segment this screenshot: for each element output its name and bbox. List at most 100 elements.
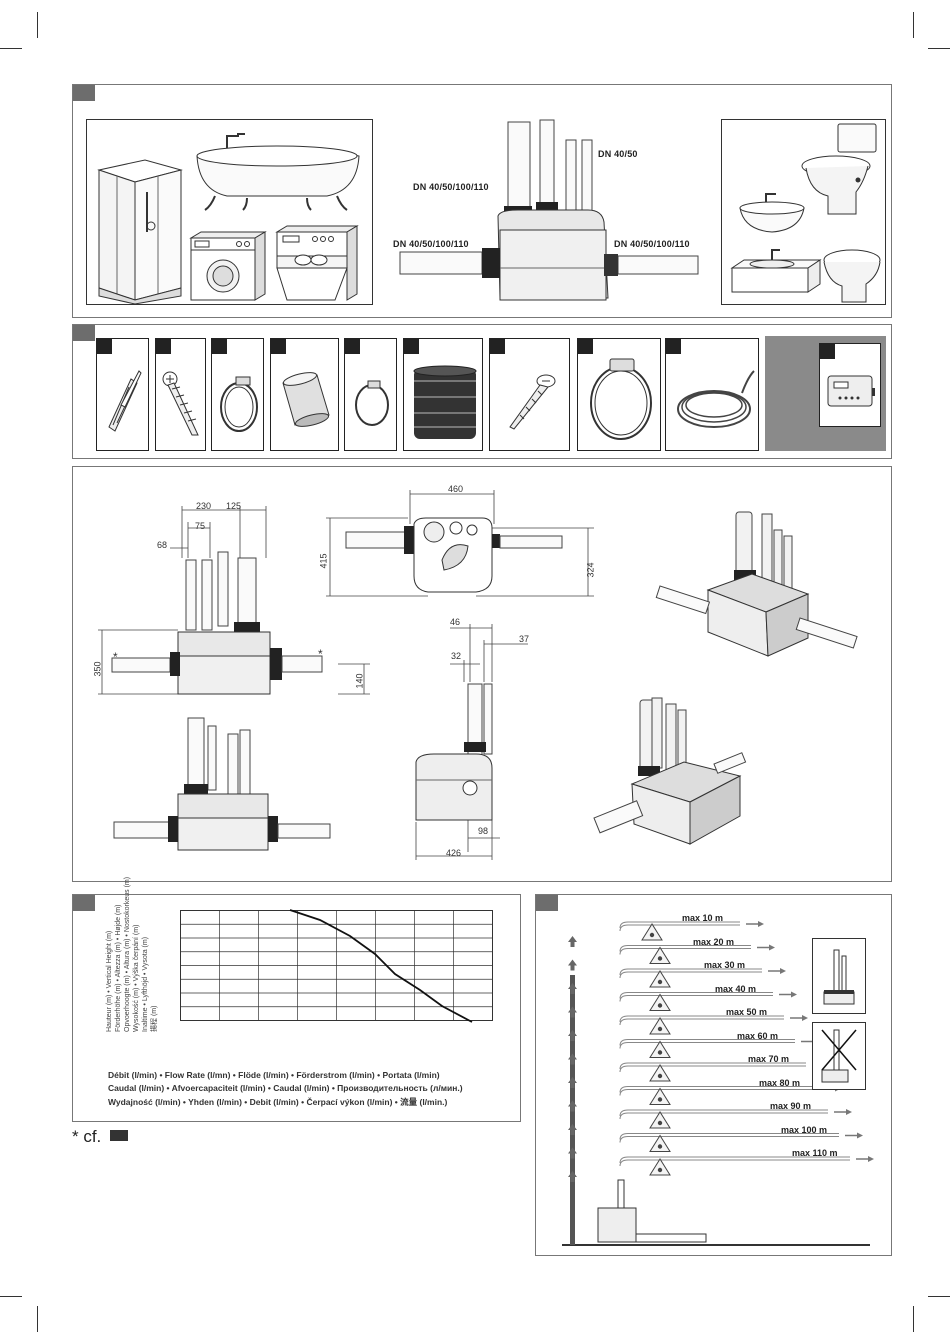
pipe-run (619, 1156, 850, 1164)
screw-icon (509, 374, 556, 430)
washbasin-icon (739, 193, 805, 233)
height-label: Inaltime • Lyfthöjd • Vysota (m) (142, 936, 149, 1032)
pipe-run (619, 1018, 784, 1026)
dim-68: 68 (157, 540, 168, 550)
pipe-label-top-right: DN 40/50 (598, 149, 638, 159)
warning-triangle-dot (657, 956, 663, 961)
pipe-run (619, 1133, 839, 1140)
star-left: * (113, 650, 118, 664)
crop-mark (37, 12, 38, 38)
up-arrow-stem (570, 965, 575, 971)
pipe-run (619, 945, 751, 952)
warning-triangle-icon (649, 970, 671, 988)
appliances-box (86, 119, 373, 305)
bathtub-icon (196, 133, 360, 211)
up-arrow-stem (570, 1036, 575, 1041)
flow-arrow-head (769, 944, 775, 951)
height-label: Förderhöhe (m) • Altezza (m) • Højde (m) (115, 904, 122, 1032)
warning-triangle-dot (657, 1144, 663, 1149)
distance-label: max 80 m (759, 1077, 801, 1088)
pump-unit-icon (597, 1207, 637, 1243)
up-arrow-icon (568, 1124, 577, 1130)
pipe-run (619, 1089, 817, 1096)
warning-triangle-icon (649, 1158, 671, 1176)
warning-triangle-icon (649, 1017, 671, 1035)
section-tag (73, 895, 95, 911)
pipe-run (619, 1015, 784, 1023)
wall-plug-icon (108, 370, 142, 432)
flow-arrow-head (758, 921, 764, 927)
hose-clamp-icon (590, 358, 652, 440)
top-view-dimensioned (326, 490, 594, 597)
bidet-icon (823, 249, 881, 303)
performance-curve (180, 909, 493, 1023)
crop-mark (0, 1296, 22, 1297)
front-view-dimensioned (98, 506, 370, 695)
pipe-run (619, 1039, 795, 1046)
up-arrow-stem (570, 1012, 575, 1018)
correct-install-icon (823, 949, 855, 1005)
up-arrow-icon (568, 1006, 577, 1013)
dim-426: 426 (446, 848, 462, 858)
rubber-coupling-icon (413, 365, 477, 439)
up-arrow-stem (570, 1130, 575, 1135)
pipe-run (619, 1062, 806, 1070)
flow-arrow-head (868, 1156, 874, 1162)
warning-triangle-icon (649, 1064, 671, 1082)
side-view-dimensioned (415, 624, 528, 860)
up-arrow-icon (568, 983, 577, 989)
pipe-run (619, 948, 751, 955)
distance-diagram (562, 921, 874, 1246)
toilet-icon (801, 123, 877, 215)
distance-label: max 110 m (792, 1148, 838, 1158)
distance-label: max 100 m (781, 1124, 828, 1135)
dim-415: 415 (318, 553, 329, 569)
warning-triangle-icon (649, 1134, 671, 1152)
pump-3d-view (655, 511, 858, 657)
pump-connections-drawing (399, 119, 699, 301)
distance-label: max 50 m (726, 1007, 768, 1017)
alarm-box-icon (827, 375, 875, 407)
sanitary-box (721, 119, 886, 305)
hose-clamp-icon (355, 380, 389, 426)
height-label: Opvoerhoogte (m) • Altura (m) • Nostokor… (124, 876, 131, 1032)
item-screw (155, 338, 206, 451)
flow-arrow-head (846, 1109, 852, 1115)
up-arrow-stem (570, 1177, 575, 1182)
item-wall-plugs (96, 338, 149, 451)
up-arrow-stem (570, 942, 575, 947)
distance-label: max 60 m (737, 1030, 779, 1041)
item-vent-tube (665, 338, 759, 451)
hose-clamp-icon (220, 376, 258, 432)
warning-triangle-icon (649, 1111, 671, 1129)
dim-230: 230 (196, 501, 212, 511)
pipe-label-left: DN 40/50/100/110 (393, 239, 469, 249)
curve-line (289, 909, 473, 1023)
distance-label: max 70 m (748, 1054, 790, 1064)
wrong-install-icon (821, 1029, 857, 1083)
up-arrow-icon (568, 936, 577, 942)
dim-32: 32 (451, 651, 462, 661)
up-arrow-icon (568, 1100, 577, 1107)
pipe-label-top-left: DN 40/50/100/110 (413, 182, 489, 192)
item-alarm-box (819, 343, 881, 427)
flow-arrow-head (780, 968, 786, 974)
pipe-run (619, 1086, 817, 1093)
section-tag (73, 85, 95, 101)
dim-324: 324 (585, 562, 596, 578)
warning-triangle-dot (657, 1120, 663, 1126)
flow-arrow-head (791, 991, 797, 998)
dim-460: 460 (448, 484, 464, 494)
pump-riser (617, 1179, 625, 1209)
pipe-run (619, 995, 773, 1002)
star-right: * (318, 647, 323, 661)
dim-350: 350 (92, 661, 103, 677)
warning-triangle-dot (657, 1026, 663, 1032)
flow-rate-label-line-3: Wydajność (l/min) • Yhden (l/min) • Debi… (108, 1097, 448, 1107)
distance-label: max 40 m (715, 983, 757, 994)
screw-icon (162, 371, 199, 436)
up-arrow-stem (570, 1106, 575, 1112)
pipe-run (619, 992, 773, 999)
pipe-run (619, 1109, 828, 1117)
distance-label: max 20 m (693, 936, 735, 947)
